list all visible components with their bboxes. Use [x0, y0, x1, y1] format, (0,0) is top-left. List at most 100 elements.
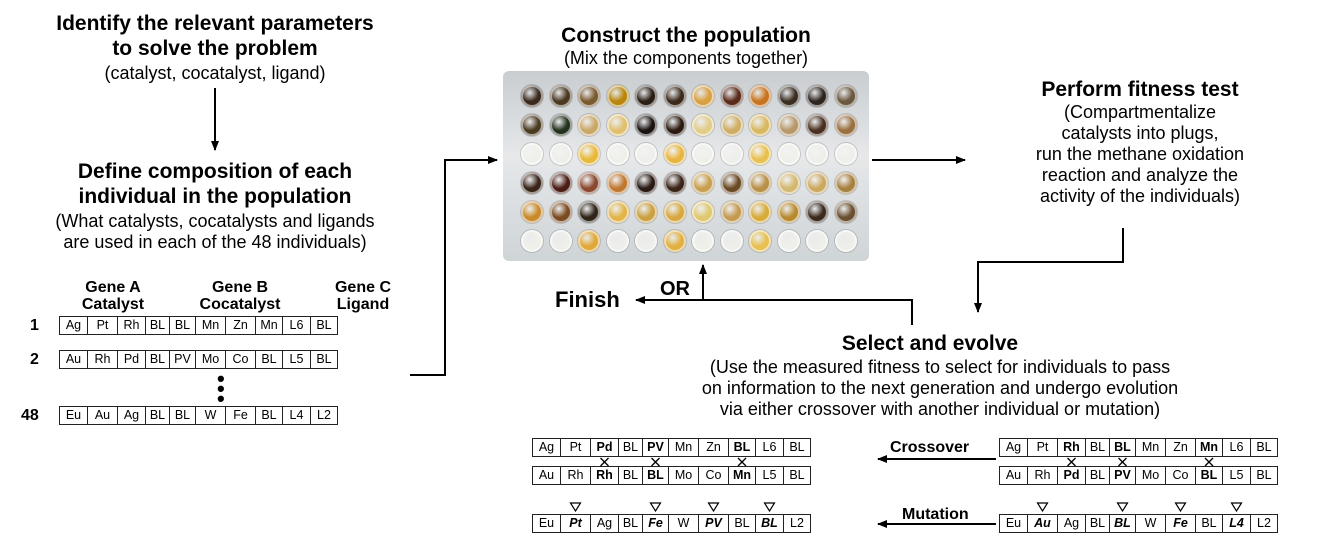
well [578, 114, 600, 136]
crossover-label: Crossover [890, 439, 970, 456]
well [777, 201, 800, 223]
well [606, 201, 629, 223]
step3-title: Construct the population [561, 24, 811, 47]
crossover-x-mark [1067, 457, 1076, 467]
step5-line1: (Use the measured fitness to select for … [709, 357, 1171, 377]
well [663, 230, 686, 252]
well [521, 85, 543, 107]
well [549, 143, 572, 165]
well [606, 172, 629, 194]
well [606, 230, 629, 252]
well [521, 172, 543, 194]
well [806, 85, 828, 107]
individual-2-number: 2 [30, 351, 39, 368]
step4-title: Perform fitness test [1041, 78, 1239, 101]
well [692, 230, 714, 252]
well [635, 114, 657, 136]
well [777, 172, 800, 194]
step4-line4: reaction and analyze the [1041, 165, 1239, 185]
well [806, 172, 828, 194]
crossover-x-mark [1118, 457, 1127, 467]
well [834, 114, 857, 136]
well [692, 143, 714, 165]
gene-cell: BL [783, 438, 811, 457]
well [834, 85, 857, 107]
well [749, 201, 771, 223]
gene-c-line2: Ligand [336, 296, 390, 313]
step2-sub-line1: (What catalysts, cocatalysts and ligands [55, 211, 375, 231]
well [834, 143, 857, 165]
well [692, 114, 714, 136]
gene-cell: BL [1250, 438, 1278, 457]
arrow-select-to-finish [635, 296, 913, 325]
gene-cell: L2 [783, 514, 811, 533]
crossover-x-mark [737, 457, 747, 467]
well [549, 172, 572, 194]
well [521, 201, 543, 223]
gene-cell: BL [783, 466, 811, 485]
gene-c-header: Gene C Ligand [318, 279, 408, 313]
gene-cell: L2 [310, 406, 338, 425]
mutation-marker-icon [1174, 502, 1187, 513]
well [720, 172, 743, 194]
step4-line2: catalysts into plugs, [1061, 123, 1219, 143]
well [521, 114, 543, 136]
well [834, 230, 857, 252]
mutation-marker-icon [1036, 502, 1049, 513]
well [806, 143, 828, 165]
well [606, 85, 629, 107]
well [692, 201, 714, 223]
mutation-marker-icon [1116, 502, 1129, 513]
well [635, 85, 657, 107]
well [606, 143, 629, 165]
well [521, 143, 543, 165]
gene-b-line1: Gene B [211, 279, 268, 296]
well [806, 230, 828, 252]
well [521, 230, 543, 252]
well [578, 172, 600, 194]
mutation-marker-icon [569, 502, 582, 513]
well [635, 172, 657, 194]
gene-cell: BL [310, 350, 338, 369]
gene-a-line2: Catalyst [81, 296, 145, 313]
well [749, 230, 771, 252]
well [663, 143, 686, 165]
gene-cell: BL [1250, 466, 1278, 485]
finish-label: Finish [555, 287, 620, 312]
step3-subtitle: (Mix the components together) [563, 48, 809, 68]
step2-title-line2: individual in the population [78, 185, 352, 208]
arrow-genomes-to-population [410, 156, 498, 376]
mutation-marker-icon [1230, 502, 1243, 513]
crossover-x-mark [600, 457, 609, 467]
gene-b-line2: Cocatalyst [199, 296, 281, 313]
well [549, 114, 572, 136]
step4-line1: (Compartmentalize [1063, 102, 1217, 122]
well [635, 230, 657, 252]
well [663, 201, 686, 223]
well [549, 201, 572, 223]
mutation-marker-icon [649, 502, 662, 513]
well [777, 114, 800, 136]
well [749, 85, 771, 107]
mutation-label: Mutation [902, 506, 969, 523]
step1-subtitle: (catalyst, cocatalyst, ligand) [104, 63, 326, 83]
well [635, 143, 657, 165]
well [749, 114, 771, 136]
well [806, 201, 828, 223]
mutation-marker-icon [763, 502, 776, 513]
well [663, 85, 686, 107]
step2-title-line1: Define composition of each [77, 160, 353, 183]
well [720, 230, 743, 252]
crossover-x-mark [651, 457, 660, 467]
well [834, 172, 857, 194]
step4-line5: activity of the individuals) [1039, 186, 1241, 206]
well [834, 201, 857, 223]
